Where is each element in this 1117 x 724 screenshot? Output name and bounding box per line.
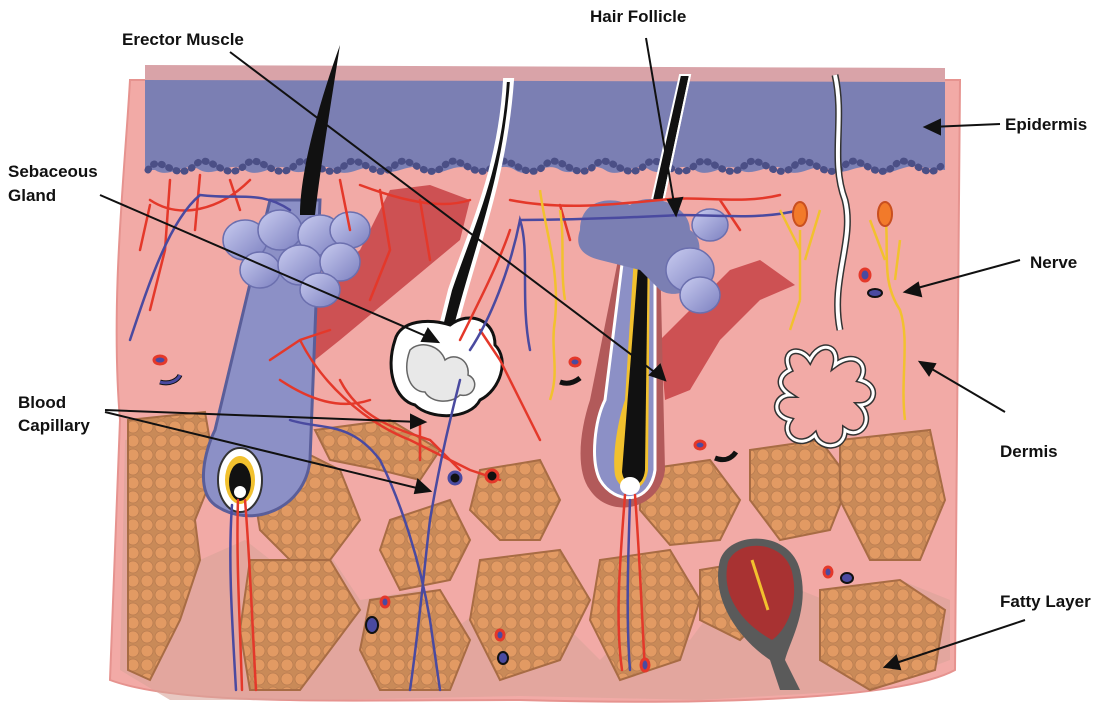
label-blood-capillary-line2: Capillary xyxy=(18,416,90,435)
label-blood-capillary-line1: Blood xyxy=(18,393,66,412)
label-nerve: Nerve xyxy=(1030,253,1077,272)
label-sebaceous-gland-line1: Sebaceous xyxy=(8,162,98,181)
label-hair-follicle: Hair Follicle xyxy=(590,7,686,26)
label-sebaceous-gland-line2: Gland xyxy=(8,186,56,205)
label-erector-muscle: Erector Muscle xyxy=(122,30,244,49)
epidermis-band xyxy=(145,65,945,173)
label-dermis: Dermis xyxy=(1000,442,1058,461)
label-fatty-layer: Fatty Layer xyxy=(1000,592,1091,611)
label-epidermis: Epidermis xyxy=(1005,115,1087,134)
